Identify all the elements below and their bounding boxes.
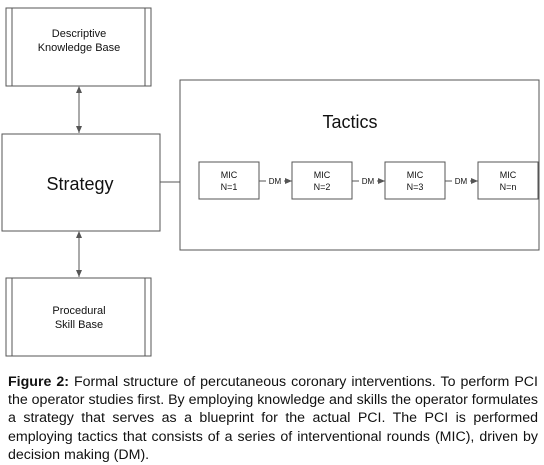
strategy-box: Strategy <box>1 133 161 232</box>
dm-connector-1-2: DM <box>259 176 292 186</box>
procedural-skill-base-box: Procedural Skill Base <box>5 277 152 357</box>
dm-connector-3-n: DM <box>445 176 478 186</box>
mic-index-label: N=n <box>500 182 517 192</box>
descriptive-label-line1: Descriptive <box>52 28 106 40</box>
pci-structure-diagram: Descriptive Knowledge Base Strategy Proc… <box>1 7 540 357</box>
mic-index-label: N=2 <box>314 182 331 192</box>
figure-caption-label: Figure 2: <box>8 374 69 390</box>
strategy-label: Strategy <box>46 174 113 194</box>
procedural-label-line2: Skill Base <box>55 319 103 331</box>
mic-label: MIC <box>500 170 517 180</box>
dm-label: DM <box>362 177 375 186</box>
mic-box-n: MIC N=n <box>477 161 539 200</box>
mic-label: MIC <box>314 170 331 180</box>
dm-label: DM <box>455 177 468 186</box>
figure-caption-text: Formal structure of percutaneous coronar… <box>8 374 538 463</box>
mic-label: MIC <box>221 170 238 180</box>
tactics-label: Tactics <box>322 112 377 132</box>
descriptive-knowledge-base-box: Descriptive Knowledge Base <box>5 7 152 87</box>
mic-box-1: MIC N=1 <box>198 161 260 200</box>
mic-box-2: MIC N=2 <box>291 161 353 200</box>
dm-connector-2-3: DM <box>352 176 385 186</box>
descriptive-label-line2: Knowledge Base <box>38 42 121 54</box>
figure-caption: Figure 2: Formal structure of percutaneo… <box>8 373 538 464</box>
mic-label: MIC <box>407 170 424 180</box>
mic-index-label: N=1 <box>221 182 238 192</box>
mic-index-label: N=3 <box>407 182 424 192</box>
dm-label: DM <box>269 177 282 186</box>
procedural-label-line1: Procedural <box>52 305 105 317</box>
mic-box-3: MIC N=3 <box>384 161 446 200</box>
